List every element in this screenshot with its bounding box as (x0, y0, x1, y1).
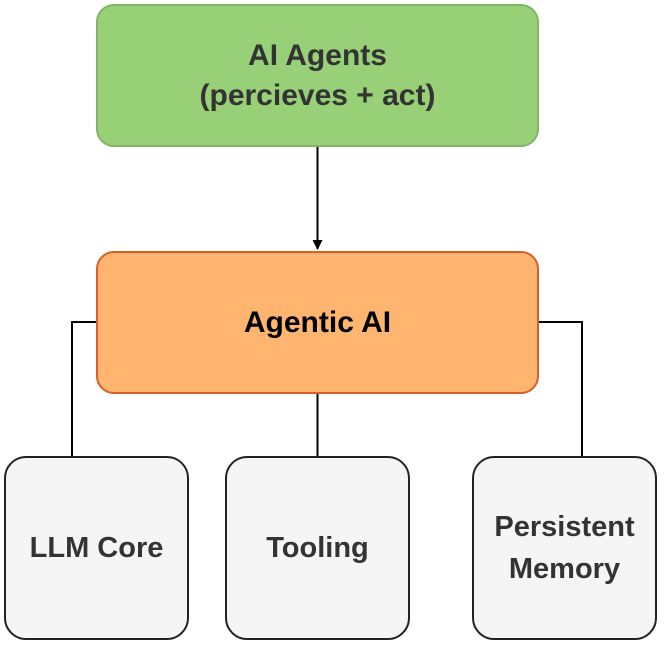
node-llm-core: LLM Core (4, 456, 189, 640)
node-tooling: Tooling (225, 456, 410, 640)
node-persistent-memory-line2: Memory (508, 553, 621, 585)
node-persistent-memory-line1: Persistent (494, 511, 635, 543)
node-agentic-ai-label: Agentic AI (243, 305, 392, 339)
node-llm-core-label: LLM Core (29, 532, 164, 564)
node-ai-agents-subtitle: (percieves + act) (199, 78, 436, 112)
node-tooling-label: Tooling (266, 532, 369, 564)
node-persistent-memory: Persistent Memory (472, 456, 657, 640)
node-ai-agents: AI Agents (percieves + act) (96, 4, 539, 147)
connector-agentic-to-persistent-memory (539, 321, 583, 456)
node-ai-agents-title: AI Agents (248, 38, 387, 72)
node-agentic-ai: Agentic AI (96, 251, 539, 394)
connector-agentic-to-llm-core (71, 321, 96, 456)
